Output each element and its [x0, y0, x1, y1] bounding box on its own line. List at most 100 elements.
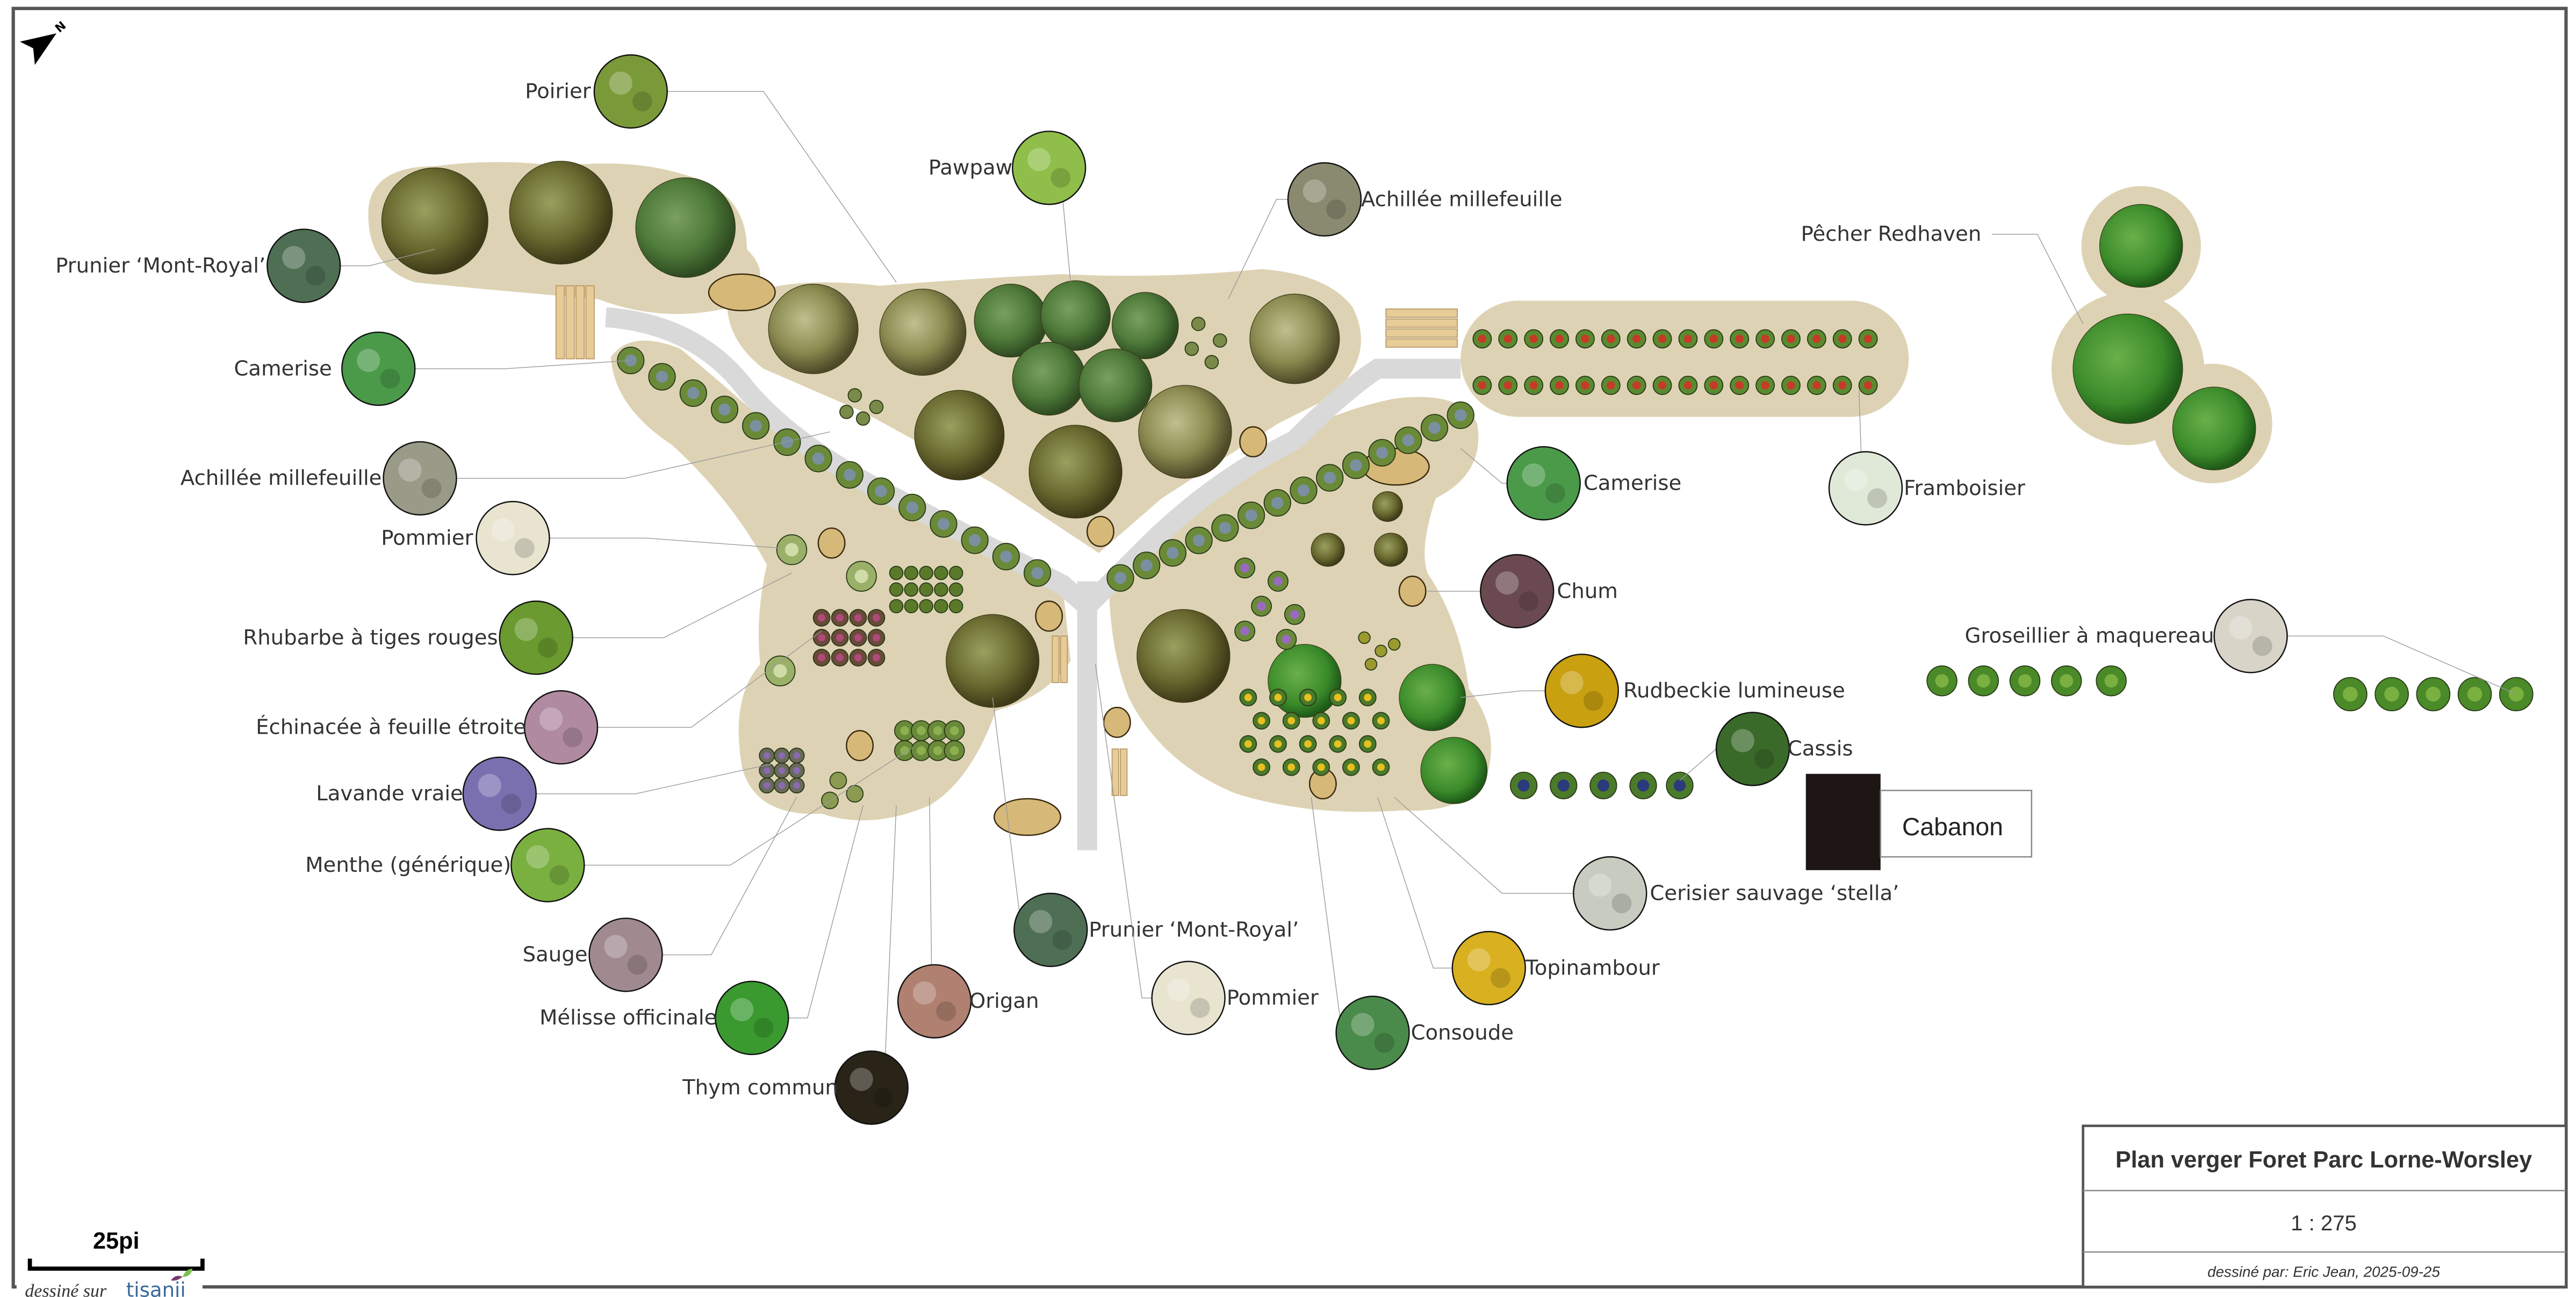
rock	[846, 730, 874, 762]
plant-callout[interactable]: Menthe (générique)	[305, 747, 913, 902]
plant-label: Achillée millefeuille	[181, 466, 382, 490]
plant-callout[interactable]: Prunier ‘Mont-Royal’	[55, 228, 435, 303]
plant-callout[interactable]: Sauge	[523, 797, 797, 992]
blackcurrant	[1629, 771, 1657, 799]
plant-photo-thumbnail	[1451, 930, 1526, 1006]
plant-label: Camerise	[234, 356, 332, 381]
camerise-shrub	[1106, 564, 1134, 592]
tisanji-logo[interactable]: tisanji	[126, 1279, 186, 1297]
raspberry	[1832, 375, 1852, 395]
plant-label: Pawpaw	[929, 156, 1013, 180]
gooseberry	[2374, 677, 2409, 712]
camerise-shrub	[1159, 539, 1187, 567]
plant-photo-thumbnail	[1715, 712, 1790, 786]
tree	[1136, 609, 1231, 703]
plant-photo-thumbnail	[462, 756, 537, 831]
shed[interactable]: Cabanon	[1805, 773, 2033, 870]
echinacea	[831, 608, 849, 627]
herb	[889, 582, 904, 597]
plant-photo-thumbnail	[523, 690, 599, 765]
tree	[1040, 280, 1111, 351]
plant-callout[interactable]: Topinambour	[1377, 797, 1660, 1006]
plant-callout[interactable]: Pommier	[381, 500, 780, 576]
yarrow	[1191, 317, 1206, 331]
plant-callout[interactable]: Pawpaw	[929, 131, 1086, 283]
shed-footprint	[1805, 773, 1881, 870]
plant-callout[interactable]: Poirier	[525, 54, 897, 283]
raspberry	[1858, 329, 1878, 349]
plant-callout[interactable]: Rudbeckie lumineuse	[1460, 654, 1845, 728]
raspberry	[1755, 375, 1775, 395]
plant-photo-thumbnail	[1012, 131, 1086, 205]
plant-callout[interactable]: Achillée millefeuille	[1228, 162, 1563, 299]
yarrow	[869, 399, 884, 414]
raspberry	[1781, 329, 1801, 349]
camerise-shrub	[1211, 514, 1239, 542]
rudbeckia	[1269, 689, 1287, 706]
camerise-shrub	[804, 445, 832, 472]
bed-raspberry	[1460, 300, 1909, 417]
plant-photo-thumbnail	[1544, 654, 1619, 728]
raspberry	[1858, 375, 1878, 395]
tree	[1374, 533, 1408, 567]
plant-callout[interactable]: Cassis	[1679, 712, 1853, 786]
raspberry	[1730, 375, 1750, 395]
plant-callout[interactable]: Chum	[1427, 554, 1618, 629]
tree	[2172, 386, 2256, 471]
rudbeckia	[1282, 712, 1300, 730]
plant-callout[interactable]: Thym commun	[682, 805, 909, 1125]
plant-callout[interactable]: Échinacée à feuille étroite	[256, 630, 822, 765]
blackcurrant	[1589, 771, 1617, 799]
plant-callout[interactable]: Groseillier à maquereau	[1965, 599, 2517, 695]
rudbeckia	[1372, 712, 1390, 730]
plant-callout[interactable]: Camerise	[1460, 446, 1681, 521]
leader-line	[630, 91, 897, 283]
plant-callout[interactable]: Origan	[897, 797, 1039, 1039]
tree	[1111, 292, 1179, 360]
leader-line	[420, 431, 830, 479]
plant-label: Chum	[1557, 579, 1618, 603]
tree	[1420, 737, 1488, 804]
rudbeckia	[1239, 735, 1257, 753]
plant-label: Pommier	[381, 526, 473, 550]
bed-left	[610, 340, 1071, 821]
plant-callout[interactable]: Rhubarbe à tiges rouges	[243, 572, 792, 675]
raspberry	[1627, 329, 1646, 349]
plant-label: Groseillier à maquereau	[1965, 624, 2214, 648]
leader-line	[378, 360, 631, 369]
rock	[1239, 426, 1268, 457]
yarrow	[1213, 333, 1227, 348]
plant-callout[interactable]: Pommier	[1095, 664, 1319, 1035]
plant-callout[interactable]: Framboisier	[1828, 390, 2025, 526]
topinambour	[1358, 631, 1371, 644]
gooseberry	[1926, 665, 1958, 697]
plant-callout[interactable]: Lavande vraie	[316, 756, 772, 831]
lavender	[759, 777, 775, 794]
tree	[1028, 425, 1122, 519]
tree	[635, 177, 736, 278]
herb	[919, 565, 933, 581]
plant-callout[interactable]: Prunier ‘Mont-Royal’	[992, 697, 1299, 968]
plant-callout[interactable]: Camerise	[234, 331, 631, 406]
plant-callout[interactable]: Consoude	[1311, 797, 1514, 1070]
leader-line	[513, 538, 780, 549]
camerise-shrub	[1023, 559, 1052, 587]
credit-prefix: dessiné sur	[25, 1281, 107, 1297]
tree	[1311, 533, 1345, 567]
plant-callout[interactable]: Pêcher Redhaven	[1801, 222, 2084, 324]
plant-photo-thumbnail	[593, 54, 668, 129]
echinacea	[831, 649, 849, 667]
credit[interactable]: dessiné sur tisanji	[16, 1269, 203, 1297]
rudbeckia	[1282, 758, 1300, 776]
plant-callout[interactable]: Mélisse officinale	[539, 805, 864, 1055]
tree	[768, 283, 859, 374]
herb	[904, 565, 919, 581]
raspberry	[1730, 329, 1750, 349]
camerise-shrub	[1447, 401, 1474, 429]
rock	[1035, 600, 1063, 632]
plant-callout[interactable]: Achillée millefeuille	[181, 431, 830, 516]
raspberry	[1575, 375, 1595, 395]
raspberry	[1472, 375, 1492, 395]
plant-callout[interactable]: Cerisier sauvage ‘stella’	[1394, 797, 1899, 931]
